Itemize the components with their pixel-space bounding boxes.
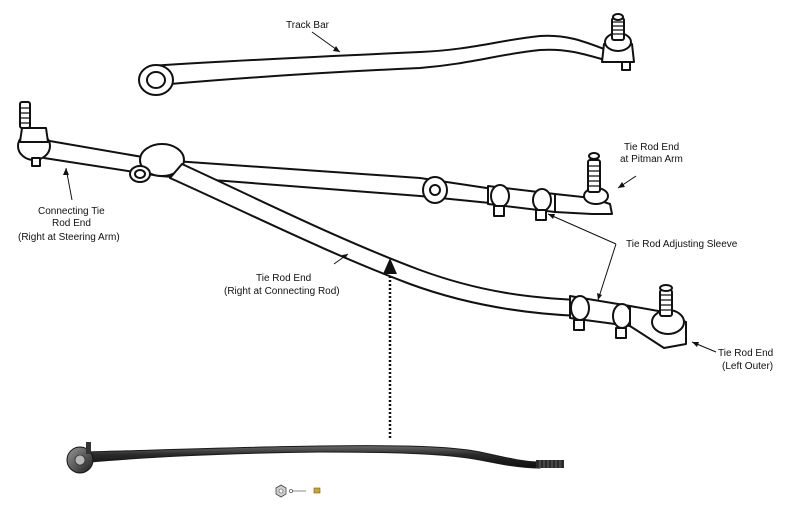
label-track-bar: Track Bar xyxy=(286,20,330,31)
label-connecting-line2: Rod End xyxy=(52,218,91,229)
leader-adjusting-sleeve xyxy=(547,213,617,301)
dotted-up-arrow-icon xyxy=(383,258,397,438)
tie-rod-right-connecting xyxy=(169,163,687,349)
label-tre-left-line2: (Left Outer) xyxy=(722,361,773,372)
label-adjusting-sleeve: Tie Rod Adjusting Sleeve xyxy=(626,239,738,250)
track-bar xyxy=(138,13,635,96)
label-tre-pitman-line2: at Pitman Arm xyxy=(620,154,683,165)
label-connecting-line3: (Right at Steering Arm) xyxy=(18,232,120,243)
label-tre-pitman-line1: Tie Rod End xyxy=(624,142,679,153)
connecting-rod xyxy=(17,101,501,205)
label-tre-right-line2: (Right at Connecting Rod) xyxy=(224,286,340,297)
label-connecting-line1: Connecting Tie xyxy=(38,206,105,217)
label-tre-left-line1: Tie Rod End xyxy=(718,348,773,359)
tie-rod-end-pitman xyxy=(487,152,613,221)
leader-lines xyxy=(63,31,717,353)
labels: Track Bar Tie Rod End at Pitman Arm Conn… xyxy=(18,20,773,372)
label-tre-right-line1: Tie Rod End xyxy=(256,273,311,284)
tie-rod-product-photo xyxy=(66,442,564,498)
